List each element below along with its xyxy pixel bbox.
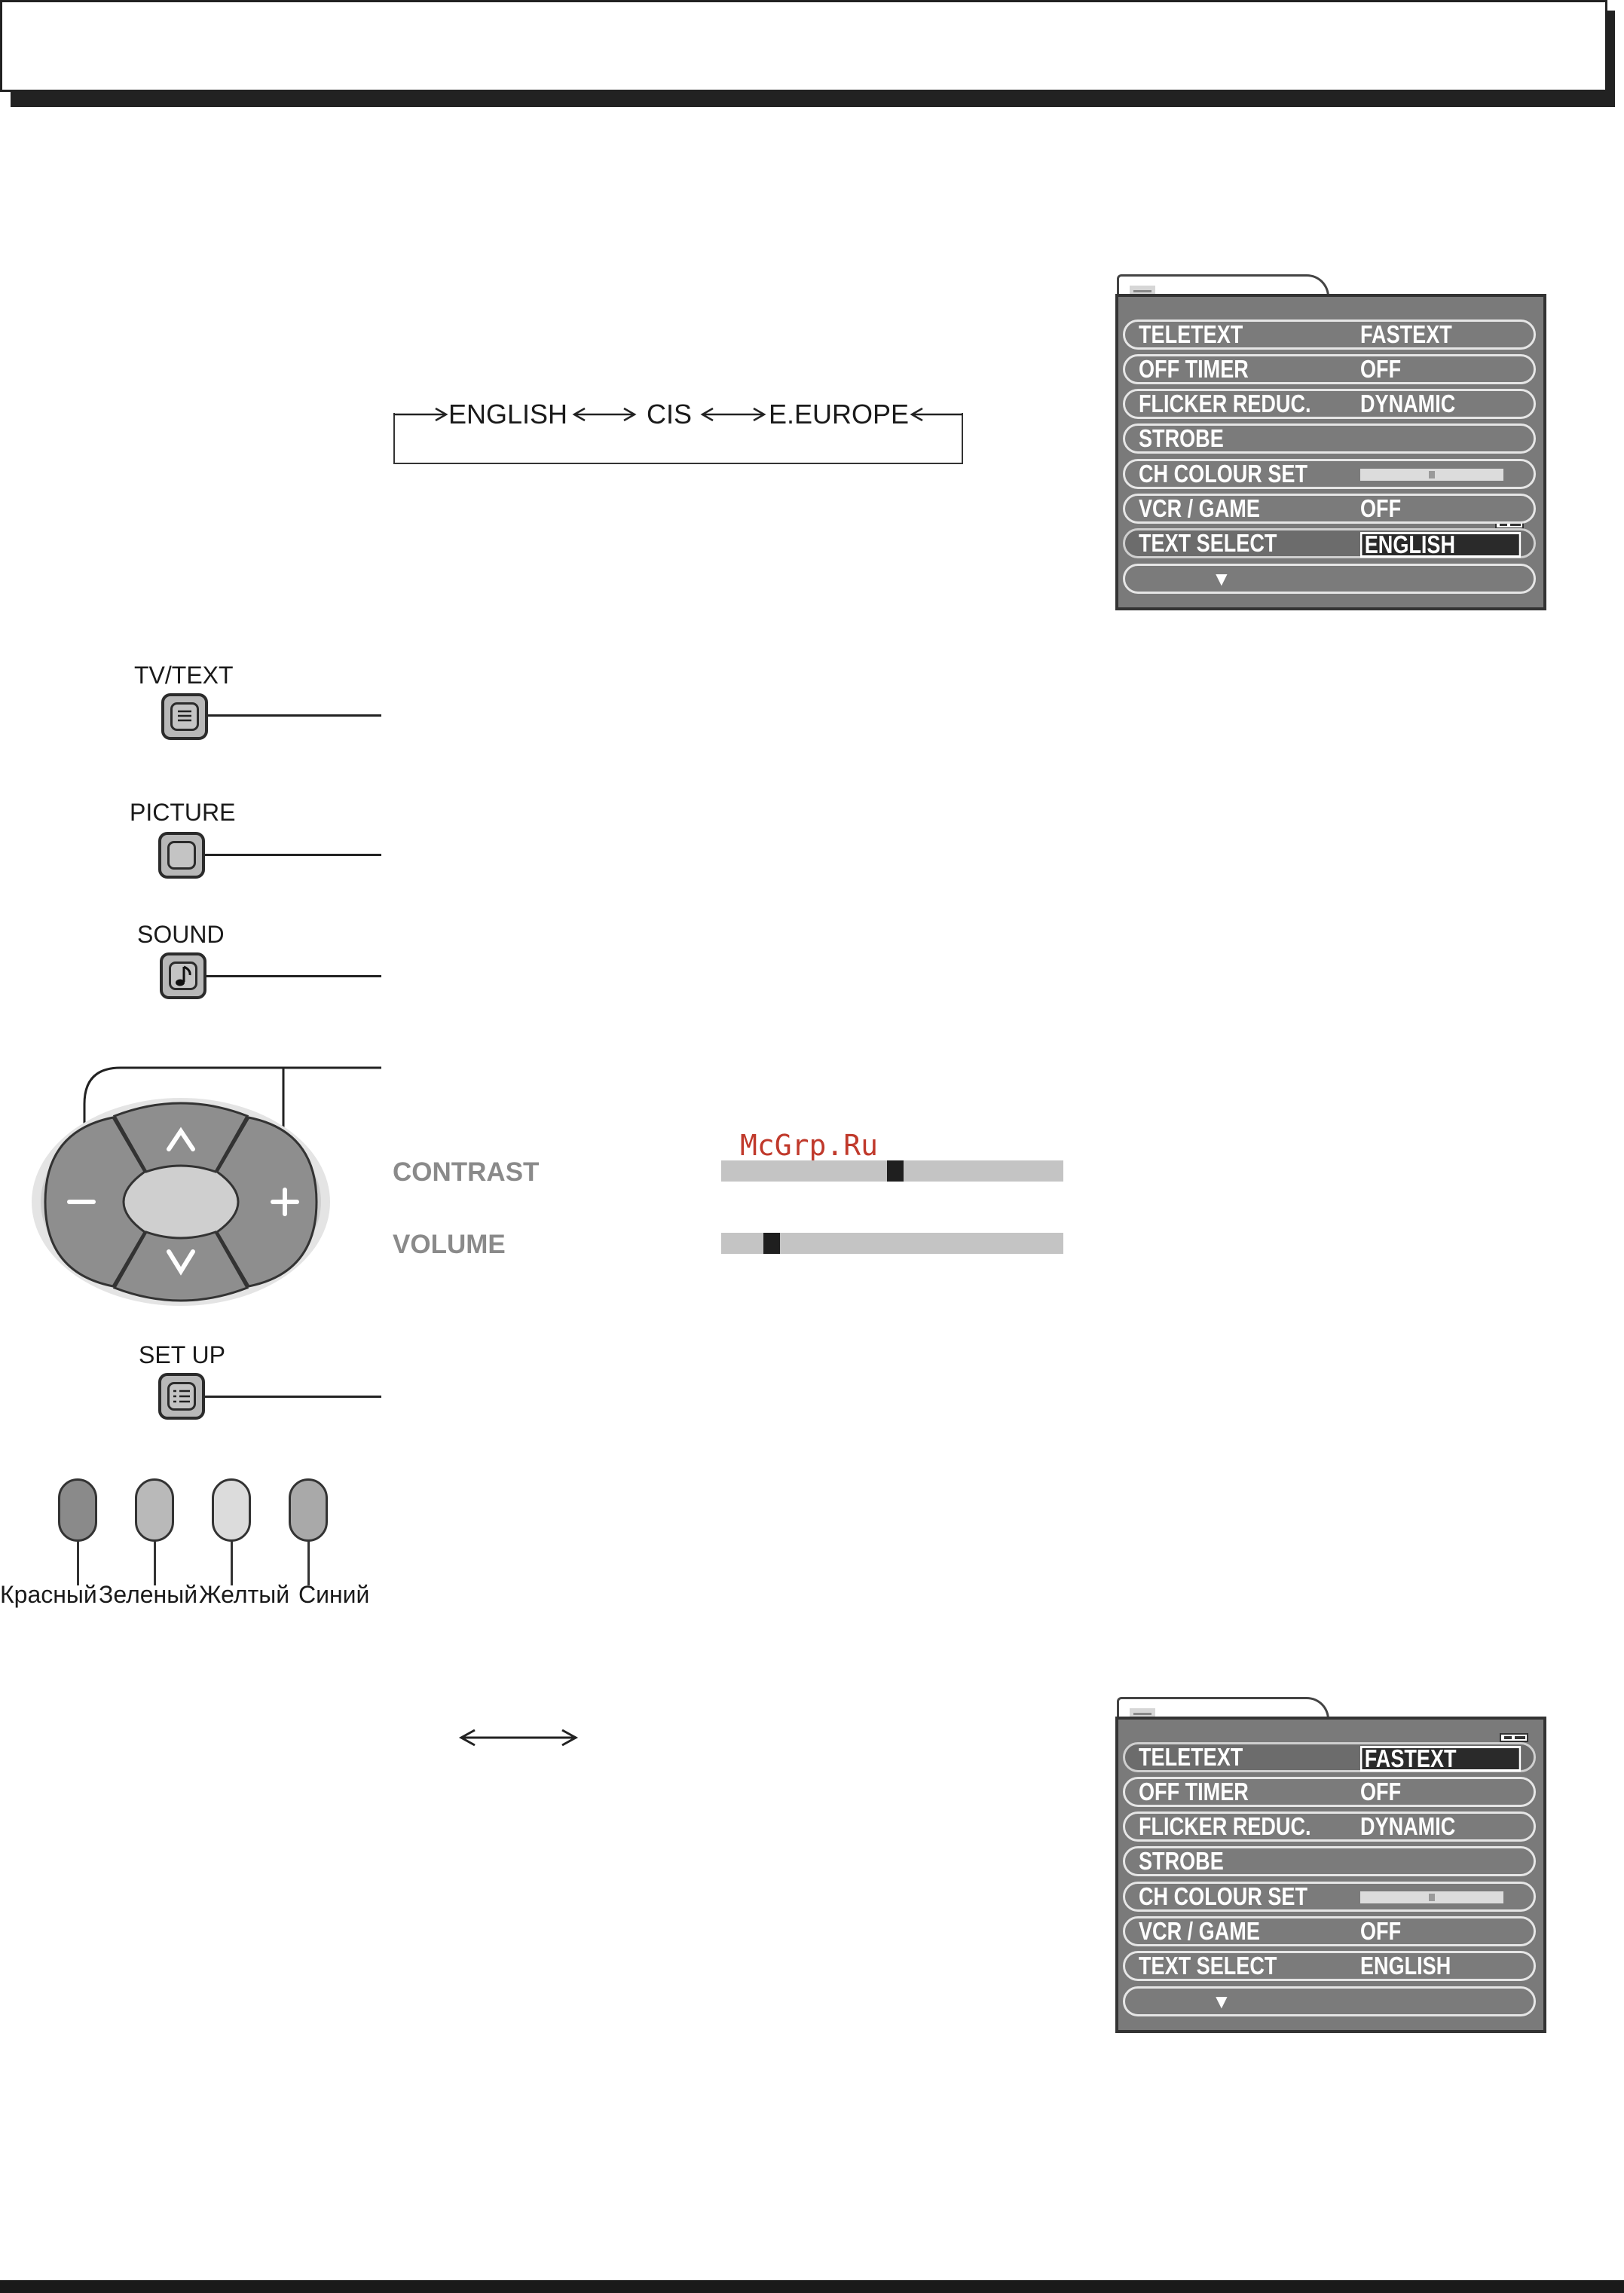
dpad-up[interactable] xyxy=(112,1102,249,1173)
tv-text-icon xyxy=(170,702,199,731)
language-option-e-europe: E.EUROPE xyxy=(769,399,910,430)
menu-row-label: FLICKER REDUC. xyxy=(1139,1812,1311,1840)
menu-row-label: STROBE xyxy=(1139,424,1224,452)
menu-row-label: CH COLOUR SET xyxy=(1139,1882,1308,1910)
dpad-down[interactable] xyxy=(112,1231,249,1302)
menu-row[interactable]: OFF TIMER OFF xyxy=(1123,1777,1536,1807)
blue-key-leader xyxy=(307,1540,310,1585)
menu-row-label: TEXT SELECT xyxy=(1139,529,1277,557)
volume-slider[interactable] xyxy=(721,1233,1063,1254)
yellow-key-label: Желтый xyxy=(199,1581,290,1608)
set-up-button[interactable] xyxy=(158,1373,205,1420)
menu-row-label: OFF TIMER xyxy=(1139,1778,1249,1805)
red-key-label: Красный xyxy=(0,1581,97,1608)
menu-row-label: TELETEXT xyxy=(1139,320,1243,348)
contrast-label: CONTRAST xyxy=(393,1157,540,1187)
yellow-key[interactable] xyxy=(212,1478,251,1542)
menu-row-value: OFF xyxy=(1360,355,1402,383)
dpad xyxy=(32,1066,381,1306)
menu-row-value: OFF xyxy=(1360,1917,1402,1945)
set-up-leader-line xyxy=(205,1396,381,1398)
contrast-slider[interactable] xyxy=(721,1160,1063,1182)
blue-key-label: Синий xyxy=(298,1581,370,1608)
yellow-key-leader xyxy=(231,1540,233,1585)
double-arrow-icon xyxy=(458,1729,579,1747)
menu-row[interactable]: FLICKER REDUC. DYNAMIC xyxy=(1123,389,1536,419)
sound-button[interactable] xyxy=(160,952,206,999)
language-option-english: ENGLISH xyxy=(448,399,568,430)
picture-leader-line xyxy=(205,854,381,856)
language-cycle-arrows xyxy=(393,407,962,422)
menu-row-label: TELETEXT xyxy=(1139,1743,1243,1771)
tv-text-leader-line xyxy=(208,714,381,717)
menu-row-label: VCR / GAME xyxy=(1139,494,1260,522)
menu-row[interactable]: VCR / GAME OFF xyxy=(1123,494,1536,524)
down-arrow-icon xyxy=(167,1249,195,1276)
blue-key[interactable] xyxy=(289,1478,328,1542)
tv-text-label: TV/TEXT xyxy=(134,662,234,689)
green-key-leader xyxy=(154,1540,156,1585)
picture-label: PICTURE xyxy=(130,799,236,826)
up-arrow-icon xyxy=(167,1127,195,1151)
menu-row-value: FASTEXT xyxy=(1360,1746,1522,1772)
menu-row-label: TEXT SELECT xyxy=(1139,1952,1277,1980)
menu-row[interactable]: TEXT SELECT ENGLISH xyxy=(1123,528,1536,558)
picture-button[interactable] xyxy=(158,832,205,879)
watermark: McGrp.Ru xyxy=(740,1129,879,1162)
down-triangle-icon: ▼ xyxy=(1212,1990,1231,2013)
bottom-rule xyxy=(0,2280,1624,2293)
green-key[interactable] xyxy=(135,1478,174,1542)
sound-label: SOUND xyxy=(137,921,225,948)
menu-row-label: VCR / GAME xyxy=(1139,1917,1260,1945)
menu-row[interactable]: FLICKER REDUC. DYNAMIC xyxy=(1123,1811,1536,1842)
volume-slider-knob[interactable] xyxy=(763,1233,780,1254)
menu-row-label: FLICKER REDUC. xyxy=(1139,390,1311,417)
menu-row[interactable]: VCR / GAME OFF xyxy=(1123,1916,1536,1946)
tv-text-button[interactable] xyxy=(161,693,208,740)
menu-more-row[interactable]: ▼ xyxy=(1123,1986,1536,2016)
menu-row[interactable]: STROBE xyxy=(1123,423,1536,454)
menu-row[interactable]: CH COLOUR SET xyxy=(1123,459,1536,489)
page-header xyxy=(0,0,1607,92)
language-option-cis: CIS xyxy=(647,399,693,430)
note-icon xyxy=(169,962,197,990)
menu-row-label: OFF TIMER xyxy=(1139,355,1249,383)
dpad-plus[interactable] xyxy=(216,1116,318,1288)
language-cycle-frame xyxy=(393,413,963,464)
menu-row[interactable]: TEXT SELECT ENGLISH xyxy=(1123,1951,1536,1981)
menu-row[interactable]: TELETEXT FASTEXT xyxy=(1123,1742,1536,1772)
menu-row-value: DYNAMIC xyxy=(1360,390,1456,417)
set-up-label: SET UP xyxy=(139,1341,225,1368)
menu-row[interactable]: STROBE xyxy=(1123,1846,1536,1876)
menu-row-label: CH COLOUR SET xyxy=(1139,460,1308,488)
colour-set-bar xyxy=(1360,1891,1503,1903)
menu-row[interactable]: TELETEXT FASTEXT xyxy=(1123,319,1536,350)
menu-more-row[interactable]: ▼ xyxy=(1123,564,1536,594)
picture-icon xyxy=(167,841,196,870)
menu-row-value: ENGLISH xyxy=(1360,532,1522,558)
menu-row-value: OFF xyxy=(1360,1778,1402,1805)
menu-row[interactable]: CH COLOUR SET xyxy=(1123,1882,1536,1912)
contrast-slider-knob[interactable] xyxy=(887,1160,904,1182)
mini-screen-icon xyxy=(1500,1733,1528,1742)
volume-label: VOLUME xyxy=(393,1230,506,1259)
red-key[interactable] xyxy=(58,1478,97,1542)
colour-set-bar xyxy=(1360,469,1503,481)
menu-row[interactable]: OFF TIMER OFF xyxy=(1123,354,1536,384)
menu-row-value: ENGLISH xyxy=(1360,1952,1451,1980)
menu-row-value: DYNAMIC xyxy=(1360,1812,1456,1840)
setup-icon xyxy=(167,1382,196,1411)
menu-row-value: FASTEXT xyxy=(1360,320,1452,348)
red-key-leader xyxy=(77,1540,79,1585)
down-triangle-icon: ▼ xyxy=(1212,567,1231,590)
green-key-label: Зеленый xyxy=(99,1581,198,1608)
sound-leader-line xyxy=(206,975,381,977)
menu-row-value: OFF xyxy=(1360,494,1402,522)
menu-row-label: STROBE xyxy=(1139,1847,1224,1875)
